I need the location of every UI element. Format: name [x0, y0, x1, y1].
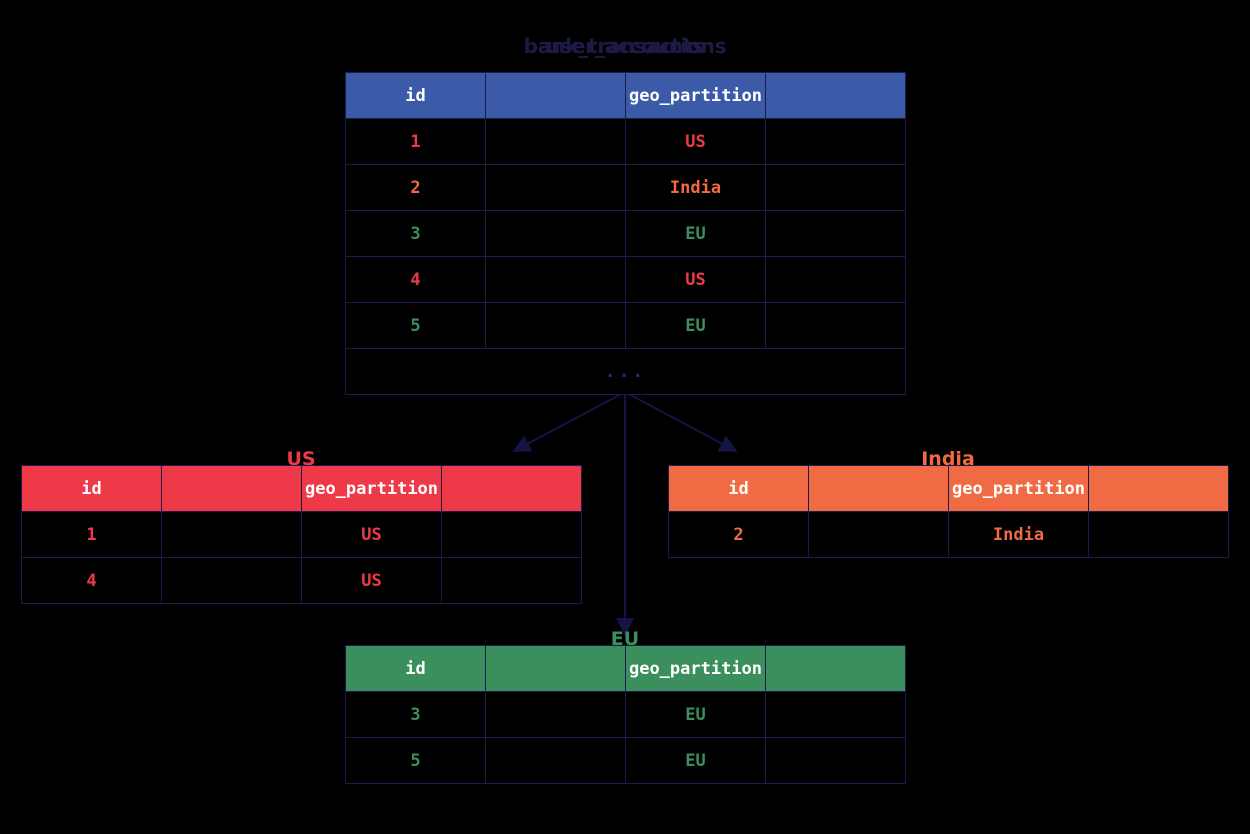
cell-blank-1 [485, 118, 626, 165]
cell-id: 2 [345, 164, 486, 211]
cell-blank-2 [765, 118, 906, 165]
cell-blank-1 [485, 256, 626, 303]
partition-table-india: id geo_partition 2 India [668, 465, 1229, 558]
table-row: 4 US [21, 557, 582, 604]
main-table-title: bank_transactions [523, 34, 727, 58]
table-row: 4 US [345, 256, 906, 303]
table-row-ellipsis: ... [345, 348, 906, 395]
column-header-blank-2 [765, 645, 906, 692]
cell-blank-1 [485, 691, 626, 738]
cell-blank-2 [765, 691, 906, 738]
column-header-geo-partition: geo_partition [948, 465, 1089, 512]
cell-blank-1 [485, 164, 626, 211]
cell-id: 5 [345, 737, 486, 784]
arrow-to-india [624, 391, 738, 452]
cell-geo-partition: India [625, 164, 766, 211]
cell-id: 4 [345, 256, 486, 303]
partition-title-us: US [286, 448, 316, 470]
column-header-id: id [345, 72, 486, 119]
column-header-blank-2 [1088, 465, 1229, 512]
cell-blank-2 [765, 737, 906, 784]
cell-geo-partition: US [301, 511, 442, 558]
table-header-row: id geo_partition [21, 465, 582, 512]
column-header-id: id [345, 645, 486, 692]
column-header-geo-partition: geo_partition [625, 72, 766, 119]
cell-blank-1 [808, 511, 949, 558]
partition-title-india: India [921, 448, 975, 470]
cell-blank-1 [485, 737, 626, 784]
cell-blank-1 [161, 511, 302, 558]
cell-geo-partition: US [625, 118, 766, 165]
cell-blank-1 [485, 210, 626, 257]
cell-geo-partition: EU [625, 210, 766, 257]
column-header-id: id [21, 465, 162, 512]
main-table: id geo_partition 1 US 2 India 3 [345, 72, 906, 395]
table-row: 1 US [21, 511, 582, 558]
cell-id: 5 [345, 302, 486, 349]
cell-blank-2 [765, 302, 906, 349]
cell-blank-2 [1088, 511, 1229, 558]
column-header-blank-1 [485, 645, 626, 692]
cell-blank-2 [765, 256, 906, 303]
main-table-title-overlay: user_accounts [546, 34, 704, 58]
cell-blank-1 [485, 302, 626, 349]
column-header-id: id [668, 465, 809, 512]
column-header-blank-1 [161, 465, 302, 512]
arrow-to-us [512, 391, 626, 452]
table-row: 5 EU [345, 302, 906, 349]
partition-table-eu: id geo_partition 3 EU 5 EU [345, 645, 906, 784]
table-header-row: id geo_partition [345, 72, 906, 119]
cell-id: 4 [21, 557, 162, 604]
partition-table-us: id geo_partition 1 US 4 US [21, 465, 582, 604]
table-row: 2 India [345, 164, 906, 211]
cell-id: 3 [345, 691, 486, 738]
cell-geo-partition: EU [625, 691, 766, 738]
column-header-blank-1 [808, 465, 949, 512]
table-row: 2 India [668, 511, 1229, 558]
table-row: 3 EU [345, 691, 906, 738]
cell-id: 1 [345, 118, 486, 165]
cell-blank-1 [161, 557, 302, 604]
cell-id: 2 [668, 511, 809, 558]
cell-blank-2 [441, 511, 582, 558]
cell-geo-partition: India [948, 511, 1089, 558]
cell-geo-partition: US [625, 256, 766, 303]
table-row: 1 US [345, 118, 906, 165]
cell-id: 1 [21, 511, 162, 558]
cell-blank-2 [765, 210, 906, 257]
ellipsis-cell: ... [345, 348, 906, 395]
column-header-geo-partition: geo_partition [301, 465, 442, 512]
table-row: 5 EU [345, 737, 906, 784]
table-header-row: id geo_partition [668, 465, 1229, 512]
column-header-blank-1 [485, 72, 626, 119]
column-header-blank-2 [441, 465, 582, 512]
cell-geo-partition: US [301, 557, 442, 604]
table-row: 3 EU [345, 210, 906, 257]
cell-geo-partition: EU [625, 302, 766, 349]
column-header-blank-2 [765, 72, 906, 119]
cell-id: 3 [345, 210, 486, 257]
table-header-row: id geo_partition [345, 645, 906, 692]
cell-blank-2 [765, 164, 906, 211]
cell-blank-2 [441, 557, 582, 604]
column-header-geo-partition: geo_partition [625, 645, 766, 692]
cell-geo-partition: EU [625, 737, 766, 784]
